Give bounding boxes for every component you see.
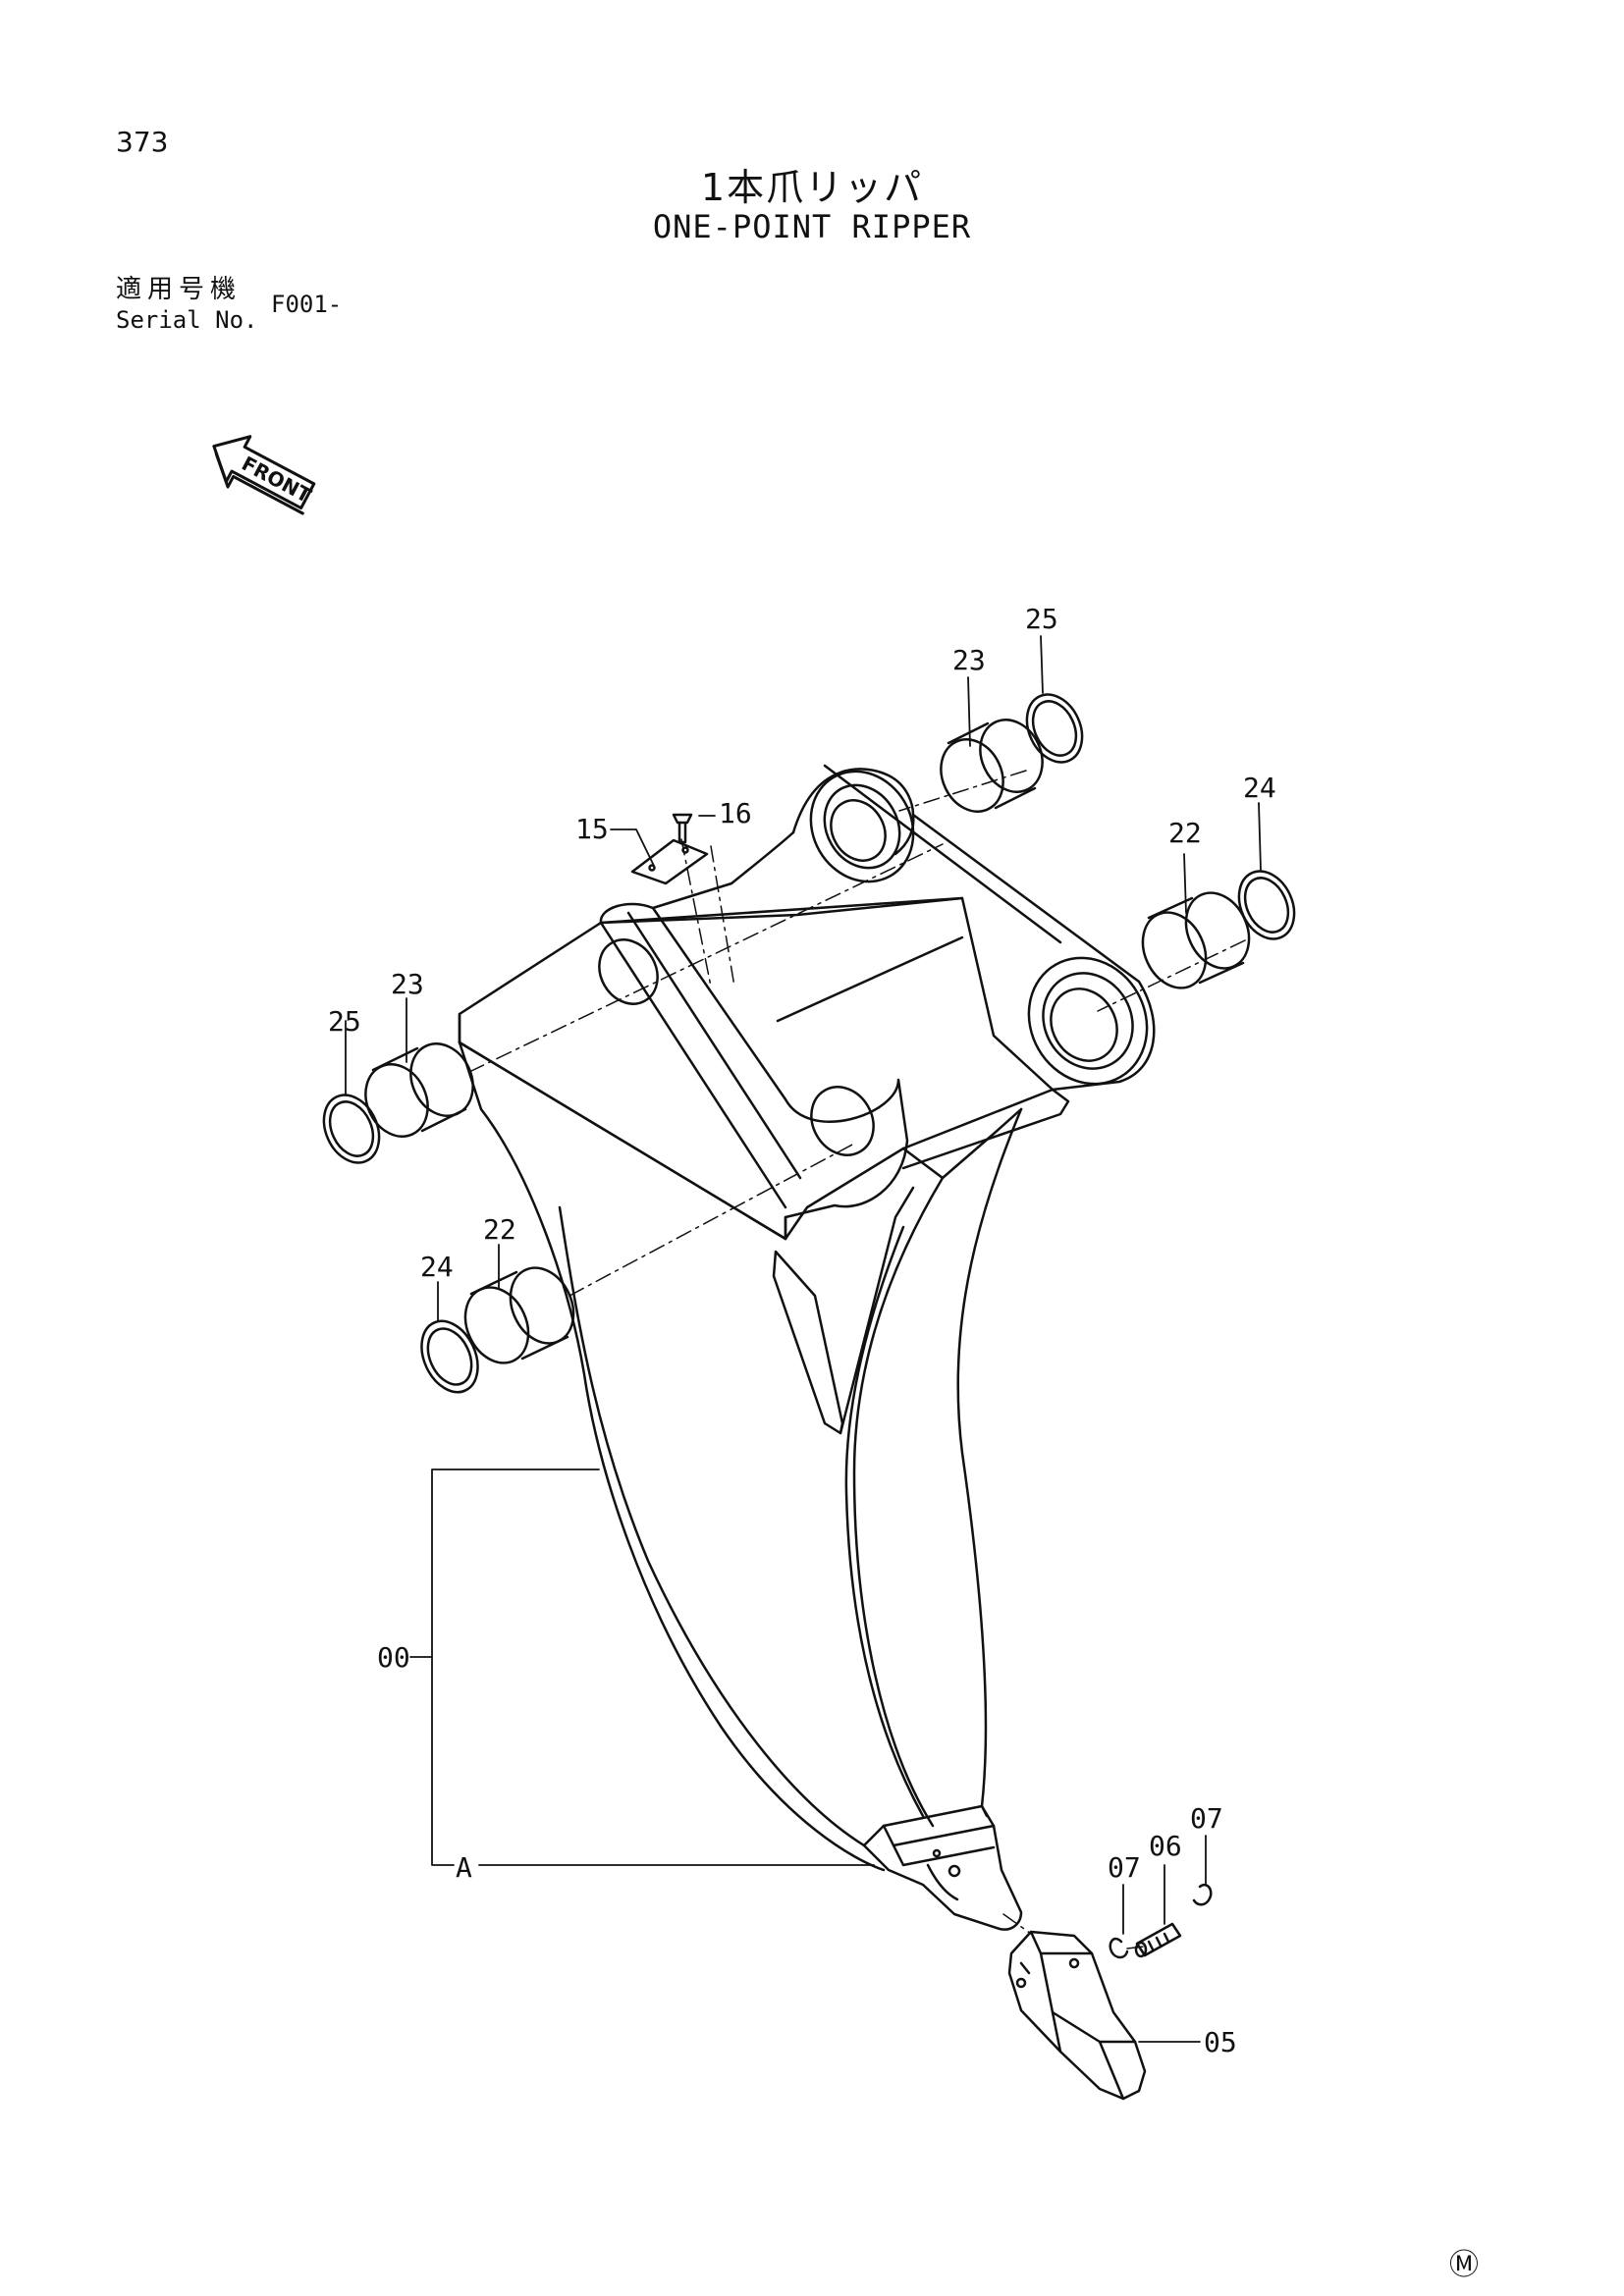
serial-label-english: Serial No. xyxy=(116,306,258,334)
ripper-shank xyxy=(458,764,1156,1931)
serial-label-japanese: 適用号機 xyxy=(116,275,243,304)
front-arrow-icon: FRONT xyxy=(212,435,315,515)
page-title-japanese: 1本爪リッパ xyxy=(700,166,924,209)
center-lines xyxy=(468,770,1246,1949)
callout-05: 05 xyxy=(1204,2026,1237,2058)
callout-23-top: 23 xyxy=(952,644,986,676)
callout-24-left: 24 xyxy=(420,1251,454,1283)
leader-lines xyxy=(345,635,1262,2043)
callout-22-right: 22 xyxy=(1168,817,1202,849)
callout-23-left: 23 xyxy=(391,968,424,1000)
serial-number-value: F001- xyxy=(271,291,343,318)
ring-right-lower xyxy=(1237,870,1296,940)
page-title-english: ONE-POINT RIPPER xyxy=(652,208,972,245)
lock-ring-left xyxy=(1109,1937,1129,1959)
tooth-pin xyxy=(1134,1922,1182,1958)
callout-00: 00 xyxy=(377,1641,410,1674)
name-plate xyxy=(630,838,709,885)
callout-06: 06 xyxy=(1149,1830,1182,1862)
bushing-left-upper xyxy=(364,1042,474,1138)
lock-ring-right xyxy=(1192,1883,1213,1906)
callout-24-right: 24 xyxy=(1243,772,1276,804)
callout-25-left: 25 xyxy=(328,1005,361,1038)
page-number: 373 xyxy=(116,126,169,158)
manufacturer-mark: Ⓜ xyxy=(1449,2248,1479,2282)
callout-25-top: 25 xyxy=(1025,603,1058,635)
ring-right-upper xyxy=(1025,693,1084,764)
callout-a: A xyxy=(456,1851,472,1884)
plate-screw xyxy=(672,813,693,844)
callout-22-left: 22 xyxy=(483,1213,516,1246)
ring-left-upper xyxy=(322,1094,381,1164)
ring-left-lower xyxy=(420,1319,479,1394)
bracket-bores xyxy=(598,770,1149,1156)
callout-15: 15 xyxy=(575,813,609,845)
callout-07-left: 07 xyxy=(1108,1851,1141,1884)
bushing-right-lower xyxy=(1141,891,1251,989)
bushing-right-upper xyxy=(940,719,1044,813)
bushing-left-lower xyxy=(463,1266,575,1364)
callout-07-right: 07 xyxy=(1190,1802,1223,1835)
tooth-point xyxy=(1007,1930,1147,2101)
callout-16: 16 xyxy=(719,797,752,829)
callout-labels: 25 23 24 22 15 16 25 23 22 24 00 A 07 06… xyxy=(328,603,1276,2058)
